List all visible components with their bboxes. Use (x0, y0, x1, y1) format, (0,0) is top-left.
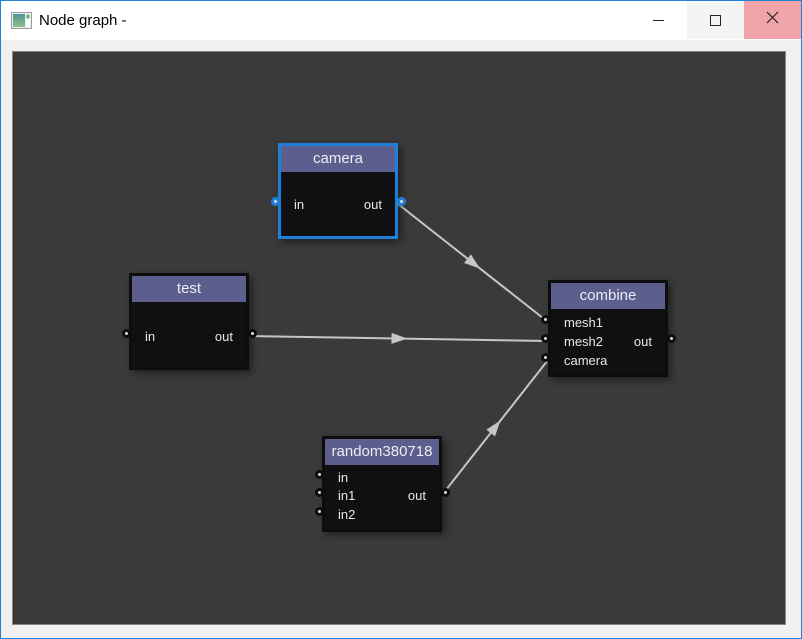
close-icon (766, 11, 779, 29)
port-combine-camera[interactable] (540, 352, 550, 362)
caption-buttons (630, 1, 801, 39)
port-camera-out[interactable] (396, 196, 406, 206)
node-canvas[interactable]: camera in out test in out combine mesh1 mesh2 cam… (12, 51, 786, 625)
port-label-camera-out: out (363, 196, 382, 212)
node-title-combine[interactable]: combine (551, 283, 665, 309)
node-title-test[interactable]: test (132, 276, 246, 302)
minimize-icon (653, 19, 664, 21)
node-test[interactable]: test in out (121, 273, 257, 370)
port-test-in[interactable] (121, 328, 131, 338)
edge-layer (248, 203, 549, 496)
node-camera[interactable]: camera in out (270, 143, 406, 239)
node-combine[interactable]: combine mesh1 mesh2 camera out (540, 280, 676, 377)
port-label-random380718-in1: in1 (338, 487, 356, 503)
titlebar[interactable]: Node graph - (1, 1, 801, 40)
edge-camera:out-to-combine:mesh1[interactable] (397, 203, 549, 323)
port-label-test-out: out (214, 328, 233, 344)
minimize-button[interactable] (630, 1, 687, 39)
port-label-test-in: in (145, 328, 156, 344)
app-icon (11, 12, 32, 29)
edge-arrow-icon (486, 420, 501, 437)
port-test-out[interactable] (247, 328, 257, 338)
port-label-combine-out: out (633, 333, 652, 349)
port-label-camera-in: in (294, 196, 305, 212)
port-random380718-in[interactable] (314, 469, 324, 479)
close-button[interactable] (744, 1, 801, 39)
port-combine-mesh1[interactable] (540, 314, 550, 324)
port-label-combine-mesh1: mesh1 (564, 314, 604, 330)
port-camera-in[interactable] (270, 196, 280, 206)
window-title: Node graph - (39, 12, 127, 29)
edge-random380718:out-to-combine:camera[interactable] (441, 359, 549, 496)
port-random380718-out[interactable] (440, 487, 450, 497)
edge-arrow-icon (391, 332, 408, 344)
port-label-combine-mesh2: mesh2 (564, 333, 604, 349)
port-label-random380718-in: in (338, 469, 349, 485)
port-random380718-in1[interactable] (314, 487, 324, 497)
node-title-camera[interactable]: camera (281, 146, 395, 172)
port-label-combine-camera: camera (564, 352, 608, 368)
node-title-random380718[interactable]: random380718 (325, 439, 439, 465)
maximize-button[interactable] (687, 1, 744, 39)
port-label-random380718-out: out (407, 487, 426, 503)
port-combine-mesh2[interactable] (540, 333, 550, 343)
edge-test:out-to-combine:mesh2[interactable] (248, 332, 549, 344)
port-combine-out[interactable] (666, 333, 676, 343)
maximize-icon (710, 14, 721, 26)
port-random380718-in2[interactable] (314, 506, 324, 516)
node-random380718[interactable]: random380718 in in1 in2 out (314, 436, 450, 532)
port-label-random380718-in2: in2 (338, 506, 356, 522)
edge-arrow-icon (464, 254, 481, 269)
